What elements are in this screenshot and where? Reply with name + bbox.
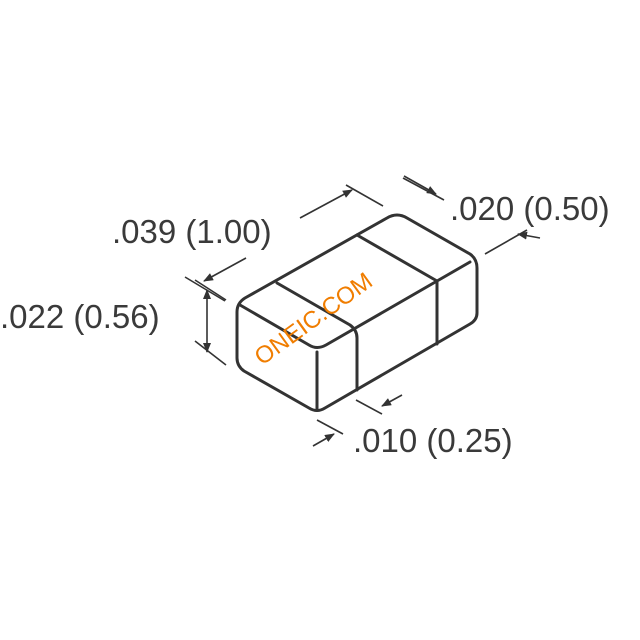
chip-outline	[235, 213, 479, 412]
top-front-edge	[238, 260, 472, 349]
terminal-band-left	[275, 281, 359, 392]
width-dimension-label: .020 (0.50)	[450, 190, 610, 227]
length-dimension-label: .039 (1.00)	[112, 213, 272, 250]
terminal-band-right	[355, 233, 439, 346]
terminal-dimension-label: .010 (0.25)	[353, 422, 513, 459]
chip-body	[235, 213, 479, 412]
dimension-lines	[184, 175, 541, 447]
height-dimension-label: .022 (0.56)	[0, 298, 160, 335]
